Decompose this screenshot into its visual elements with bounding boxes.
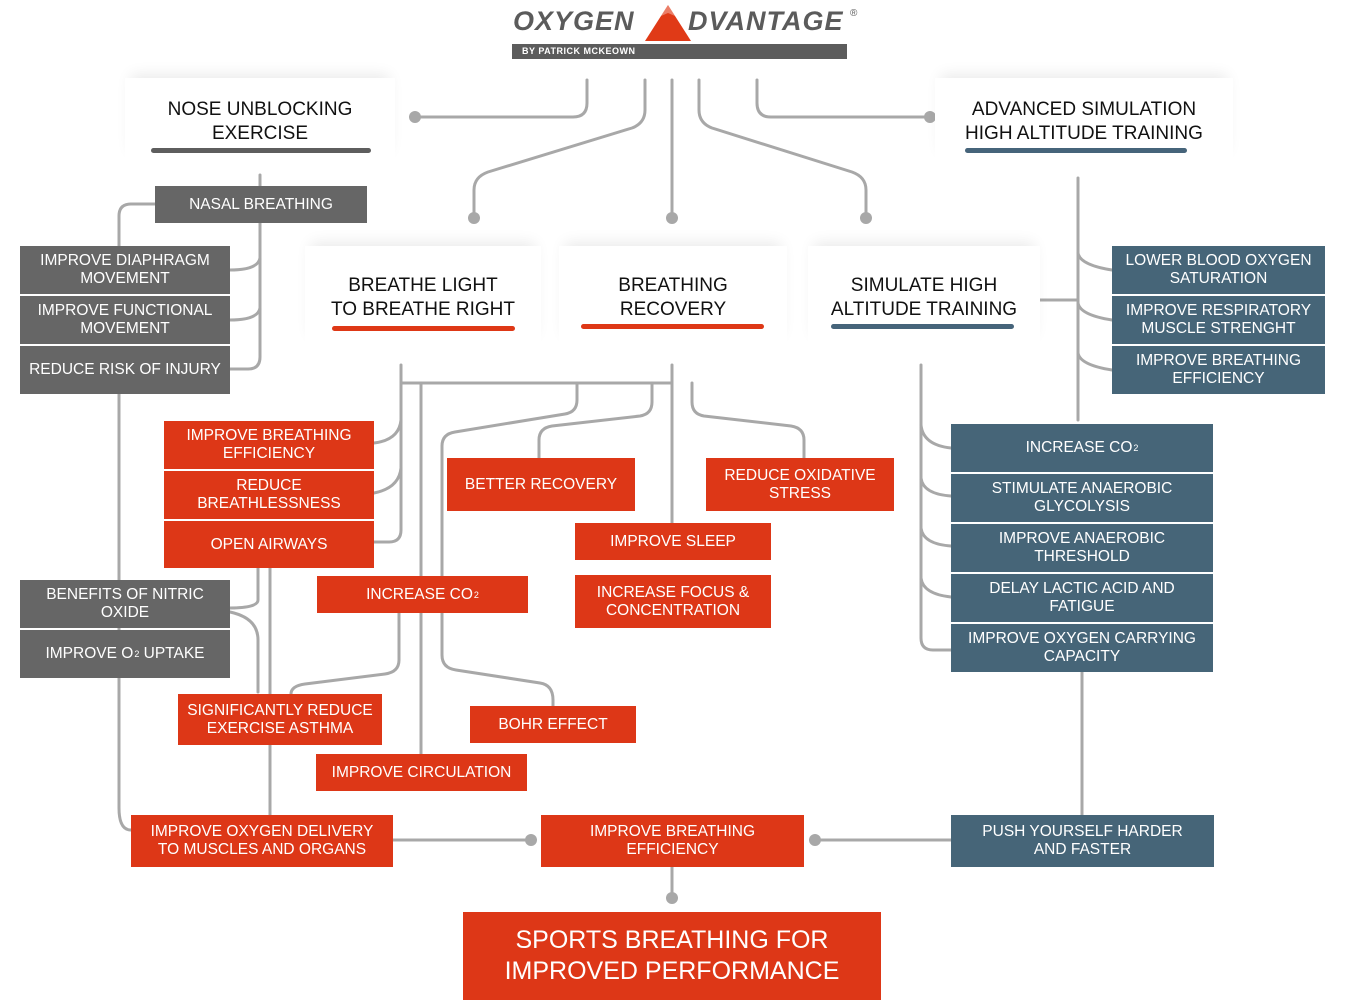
header-breathing-recovery: BREATHING RECOVERY	[559, 246, 787, 350]
box-push-yourself-harder: PUSH YOURSELF HARDER AND FASTER	[951, 815, 1214, 867]
box-improve-sleep: IMPROVE SLEEP	[575, 523, 771, 560]
box-reduce-oxidative-stress: REDUCE OXIDATIVE STRESS	[706, 458, 894, 511]
box-increase-focus-concentration: INCREASE FOCUS & CONCENTRATION	[575, 575, 771, 628]
increase-co2-light-subscript: 2	[473, 589, 479, 600]
header-breathe-light: BREATHE LIGHT TO BREATHE RIGHT	[305, 246, 541, 350]
logo-byline: BY PATRICK MCKEOWN	[512, 44, 847, 59]
logo-text-dvantage: DVANTAGE	[688, 6, 844, 36]
box-open-airways: OPEN AIRWAYS	[164, 521, 374, 568]
box-sports-breathing-performance: SPORTS BREATHING FOR IMPROVED PERFORMANC…	[463, 912, 881, 1000]
o2-uptake-prefix: IMPROVE O	[45, 645, 134, 662]
box-improve-anaerobic-threshold: IMPROVE ANAEROBIC THRESHOLD	[951, 524, 1213, 572]
registered-mark: ®	[850, 8, 858, 19]
box-bohr-effect: BOHR EFFECT	[470, 706, 636, 743]
box-nasal-breathing: NASAL BREATHING	[155, 186, 367, 223]
box-improve-oxygen-delivery: IMPROVE OXYGEN DELIVERY TO MUSCLES AND O…	[131, 815, 393, 867]
box-stimulate-anaerobic-glycolysis: STIMULATE ANAEROBIC GLYCOLYSIS	[951, 474, 1213, 522]
o2-uptake-subscript: 2	[134, 649, 140, 659]
header-underline-recovery	[581, 324, 764, 329]
logo-text-oxygen: OXYGEN	[513, 6, 635, 36]
header-simulate-high-altitude: SIMULATE HIGH ALTITUDE TRAINING	[808, 246, 1040, 350]
box-improve-breathing-efficiency-bottom: IMPROVE BREATHING EFFICIENCY	[541, 815, 804, 867]
mountain-peak-icon	[645, 5, 691, 41]
header-underline-breathe-light	[332, 326, 515, 331]
box-better-recovery: BETTER RECOVERY	[447, 458, 635, 511]
o2-uptake-suffix: UPTAKE	[139, 645, 205, 662]
header-underline-advanced	[965, 148, 1187, 153]
box-improve-oxygen-carrying-capacity: IMPROVE OXYGEN CARRYING CAPACITY	[951, 624, 1213, 672]
box-reduce-breathlessness: REDUCE BREATHLESSNESS	[164, 471, 374, 519]
increase-co2-light-prefix: INCREASE CO	[366, 585, 473, 603]
header-underline-simulate	[831, 324, 1014, 329]
box-improve-respiratory-muscle-strength: IMPROVE RESPIRATORY MUSCLE STRENGHT	[1112, 296, 1325, 344]
oxygen-advantage-logo: OXYGEN DVANTAGE ® BY PATRICK MCKEOWN	[508, 4, 860, 60]
box-delay-lactic-acid-fatigue: DELAY LACTIC ACID AND FATIGUE	[951, 574, 1213, 622]
box-improve-functional-movement: IMPROVE FUNCTIONAL MOVEMENT	[20, 296, 230, 344]
box-improve-diaphragm-movement: IMPROVE DIAPHRAGM MOVEMENT	[20, 246, 230, 294]
box-lower-blood-oxygen-saturation: LOWER BLOOD OXYGEN SATURATION	[1112, 246, 1325, 294]
box-benefits-of-nitric-oxide: BENEFITS OF NITRIC OXIDE	[20, 580, 230, 628]
increase-co2-simulate-prefix: INCREASE CO	[1025, 439, 1133, 456]
box-reduce-exercise-asthma: SIGNIFICANTLY REDUCE EXERCISE ASTHMA	[178, 694, 382, 745]
box-improve-breathing-efficiency-advanced: IMPROVE BREATHING EFFICIENCY	[1112, 346, 1325, 394]
box-improve-breathing-efficiency-light: IMPROVE BREATHING EFFICIENCY	[164, 421, 374, 469]
box-reduce-risk-of-injury: REDUCE RISK OF INJURY	[20, 346, 230, 394]
box-improve-circulation: IMPROVE CIRCULATION	[316, 754, 527, 791]
header-underline-nose	[151, 148, 371, 153]
increase-co2-simulate-subscript: 2	[1133, 443, 1139, 453]
